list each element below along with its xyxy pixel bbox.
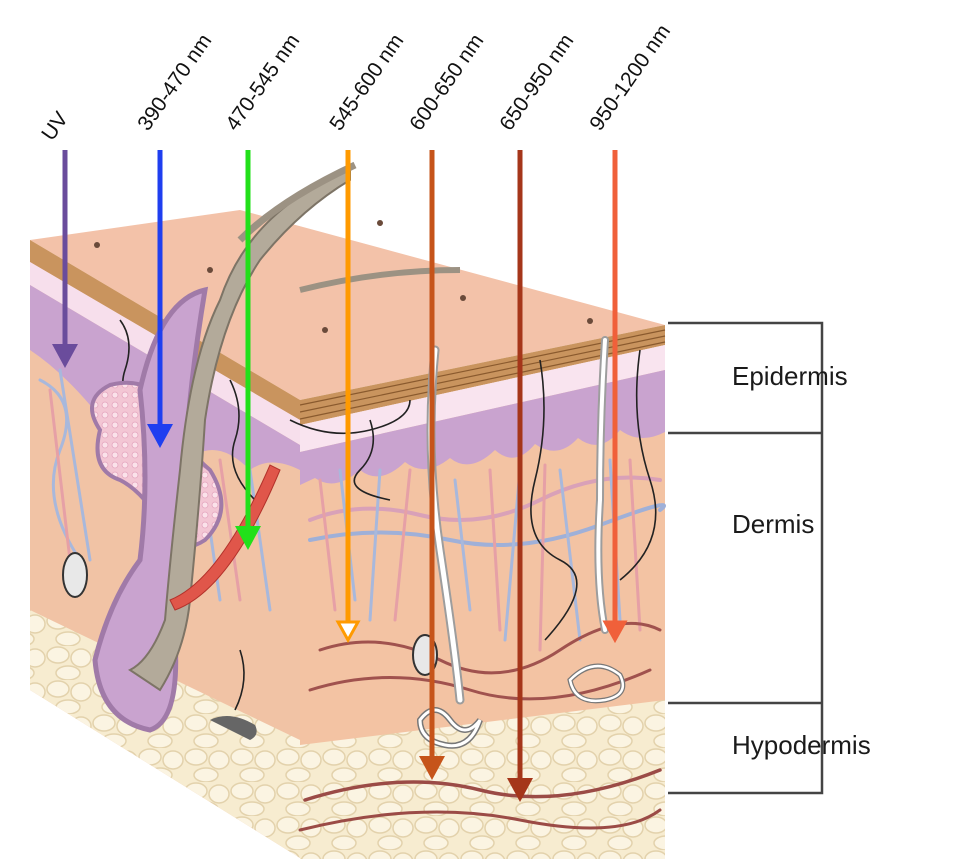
layer-bracket bbox=[668, 323, 822, 793]
wavelength-label: UV bbox=[37, 108, 73, 145]
wavelength-label: 600-650 nm bbox=[405, 30, 488, 135]
epidermis-label: Epidermis bbox=[732, 361, 848, 391]
wavelength-label: 650-950 nm bbox=[495, 30, 578, 135]
wavelength-label: 470-545 nm bbox=[221, 30, 304, 135]
wavelength-label: 950-1200 nm bbox=[585, 20, 675, 135]
wavelength-label: 390-470 nm bbox=[133, 30, 216, 135]
hypodermis-label: Hypodermis bbox=[732, 730, 871, 760]
dermis-label: Dermis bbox=[732, 509, 814, 539]
wavelength-label: 545-600 nm bbox=[325, 30, 408, 135]
